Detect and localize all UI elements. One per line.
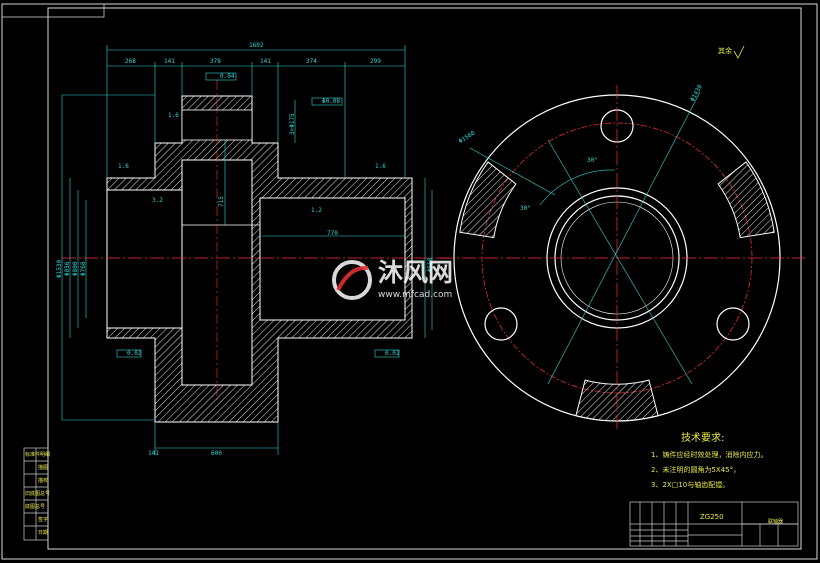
rough-bore-left: 3.2 [152, 197, 163, 204]
side-label-3: 描校 [38, 478, 49, 484]
dim-bore-length: 770 [327, 230, 338, 237]
rough-bore-right: 1.2 [311, 207, 322, 214]
dim-seg-4: 141 [260, 58, 271, 65]
tech-requirements-title: 技术要求: [681, 433, 725, 444]
dim-center-height: 715 [218, 196, 225, 207]
dim-dia-3: Φ800 [72, 261, 79, 276]
fcf-bottom-left: 0.02 [127, 350, 142, 357]
side-label-5: 底图总号 [25, 504, 46, 510]
dim-seg-5: 374 [306, 58, 317, 65]
tech-note-2: 2、未注明的圆角为5X45°， [651, 466, 741, 474]
dim-seg-2: 141 [164, 58, 175, 65]
side-label-6: 签字 [38, 517, 49, 523]
outer-border [1, 3, 818, 560]
fcf-right: Φ0.08 [322, 98, 341, 105]
rough-left: 1.6 [118, 163, 129, 170]
roughness-symbol [733, 45, 745, 59]
left-side-panel [23, 447, 49, 541]
rough-right: 1.6 [375, 163, 386, 170]
dim-overall: 1602 [249, 42, 264, 49]
bolt-hole-right [716, 307, 750, 341]
side-label-1: 标准件明细 [25, 452, 51, 458]
left-bore [106, 189, 183, 329]
side-label-7: 日期 [38, 530, 49, 536]
section-view [62, 80, 450, 423]
center-cavity [181, 159, 253, 386]
end-view [440, 85, 805, 430]
dim-seg-1: 268 [125, 58, 136, 65]
dim-seg-6: 299 [370, 58, 381, 65]
bolt-hole-left [484, 307, 518, 341]
hatched-lug-right [717, 161, 775, 239]
dim-angle-top: 30° [587, 157, 598, 164]
dim-left-length: 600 [211, 450, 222, 457]
title-block [629, 501, 799, 547]
dim-dia-4: Φ768 [80, 261, 87, 276]
right-bore [259, 197, 406, 321]
watermark-logo-icon [332, 260, 372, 300]
rough-top: 1.6 [168, 112, 179, 119]
material-label: ZG250 [700, 513, 724, 521]
dim-vertical-holes: 3×Φ175 [289, 113, 296, 135]
watermark-brand: 沐风网 [378, 258, 454, 287]
dim-dia-1: Φ1530 [56, 259, 63, 278]
dim-angle-left: 30° [520, 205, 531, 212]
watermark-url: www.mfcad.com [378, 290, 453, 300]
fcf-bottom-right: 0.02 [385, 350, 400, 357]
tech-note-1: 1、铸件应经时效处理，消除内应力。 [651, 451, 768, 459]
fcf-top: 0.04 [220, 73, 235, 80]
inner-border [47, 7, 802, 550]
dim-small: 141 [148, 450, 159, 457]
hatched-lug-left [459, 161, 517, 239]
top-left-tab [1, 3, 105, 18]
tech-note-3: 3、2X□10与轴齿配镗。 [651, 481, 730, 489]
dimension-lines [61, 45, 433, 455]
dim-dia-2: Φ856 [64, 261, 71, 276]
side-label-2: 描图 [38, 465, 49, 471]
title-block-part-name: 联轴器 [768, 519, 784, 525]
roughness-note: 其余 [718, 47, 732, 55]
side-label-4: 旧底图总号 [25, 491, 51, 497]
dim-seg-3: 378 [210, 58, 221, 65]
